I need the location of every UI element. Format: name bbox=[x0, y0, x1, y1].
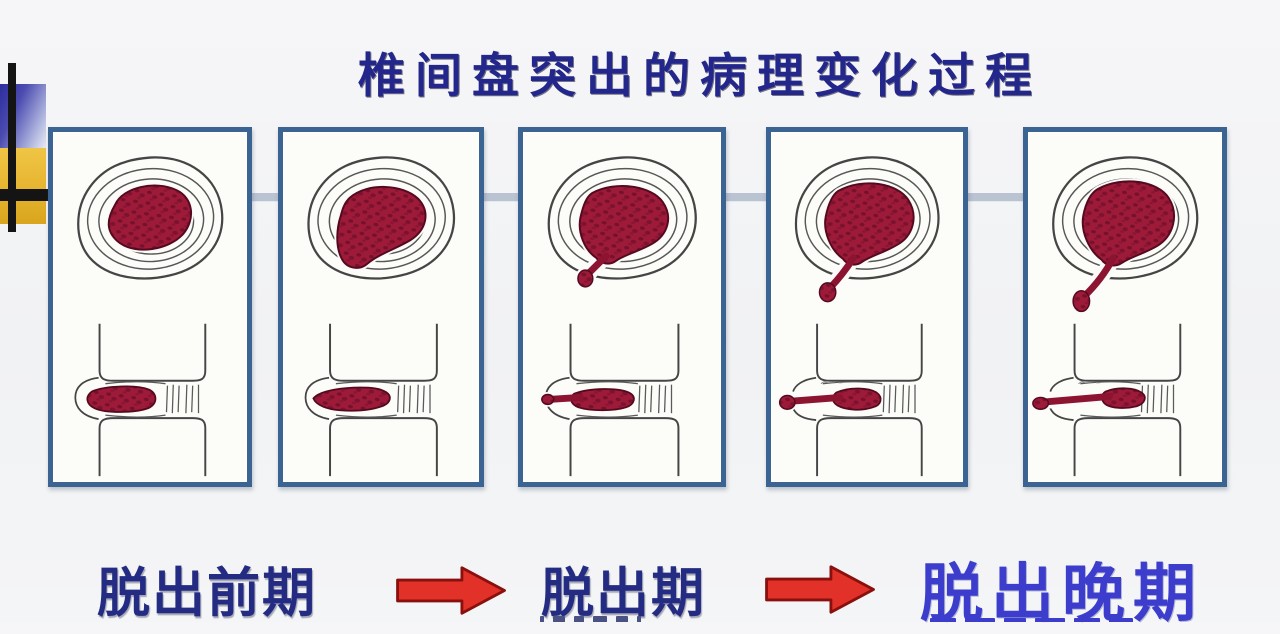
red-arrow-icon bbox=[765, 565, 875, 614]
pen-mark bbox=[820, 381, 843, 385]
disc-panel-stage-4 bbox=[766, 127, 968, 487]
disc-panel-stage-2 bbox=[278, 127, 484, 487]
disc-drawing-stage-3 bbox=[539, 156, 697, 477]
panel-connector-line bbox=[484, 193, 518, 201]
decoration-horizontal-bar bbox=[0, 189, 52, 201]
decoration-blue-square bbox=[0, 84, 46, 148]
disc-panel-stage-3 bbox=[518, 127, 726, 487]
disc-drawing-stage-5 bbox=[1030, 156, 1199, 477]
phase-label-prolapse: 脱出期 bbox=[541, 565, 706, 623]
pen-mark bbox=[1078, 381, 1100, 385]
red-arrow-icon bbox=[396, 566, 506, 615]
panel-connector-line bbox=[968, 193, 1023, 201]
disc-drawing-stage-4 bbox=[777, 156, 940, 477]
decoration-yellow-square bbox=[0, 148, 46, 224]
disc-drawing-stage-1 bbox=[74, 156, 224, 477]
panel-connector-line bbox=[726, 193, 766, 201]
panel-connector-line bbox=[251, 193, 278, 201]
disc-panel-stage-1 bbox=[48, 127, 252, 487]
disc-panel-stage-5 bbox=[1023, 127, 1227, 487]
phase-label-pre-prolapse: 脱出前期 bbox=[97, 565, 317, 623]
clipped-text-fragment bbox=[540, 616, 708, 622]
phase-label-late-prolapse: 脱出晚期 bbox=[920, 559, 1204, 629]
slide-title: 椎间盘突出的病理变化过程 bbox=[358, 51, 1042, 104]
clipped-text-fragment bbox=[930, 618, 1212, 622]
disc-drawing-stage-2 bbox=[304, 156, 456, 477]
decoration-vertical-bar bbox=[8, 63, 16, 232]
